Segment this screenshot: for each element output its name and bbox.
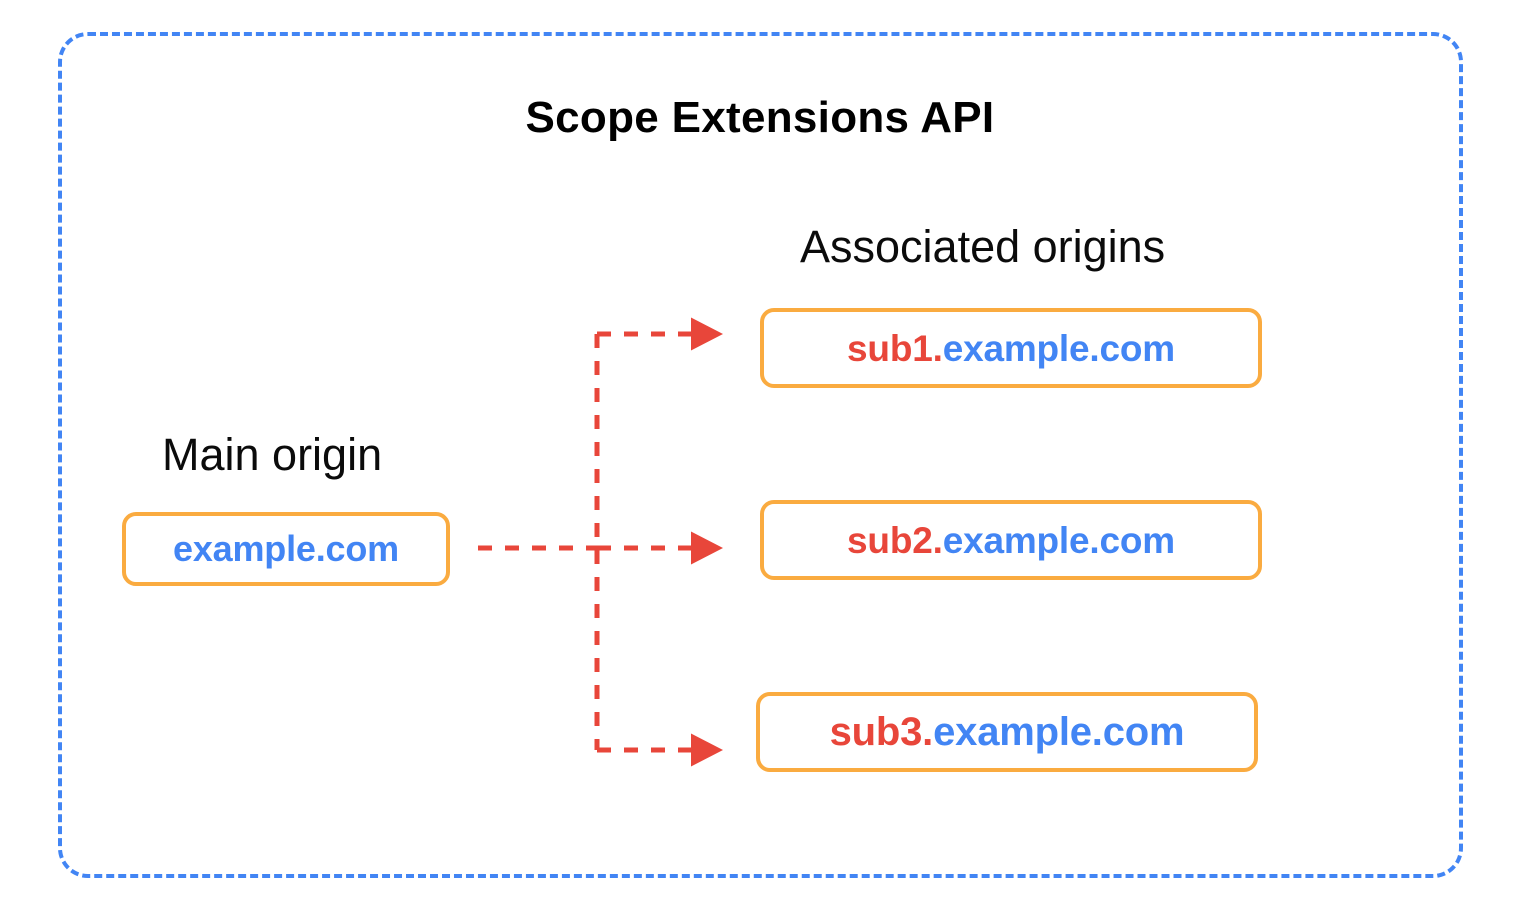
origin-sub-prefix: sub2. [847, 519, 943, 561]
origin-text-sub3: sub3.example.com [830, 712, 1185, 752]
origin-box-sub1[interactable]: sub1.example.com [760, 308, 1262, 388]
origin-sub-prefix: sub3. [829, 710, 934, 754]
page-title: Scope Extensions API [525, 93, 995, 142]
origin-domain: example.com [933, 710, 1185, 754]
origin-box-sub3[interactable]: sub3.example.com [756, 692, 1258, 772]
origin-domain: example.com [942, 519, 1175, 561]
origin-box-sub2[interactable]: sub2.example.com [760, 500, 1262, 580]
origin-box-main[interactable]: example.com [122, 512, 450, 586]
origin-domain: example.com [942, 327, 1175, 369]
associated-origins-label: Associated origins [800, 221, 1166, 272]
origin-text-sub1: sub1.example.com [847, 330, 1175, 367]
scope-extensions-frame [58, 32, 1463, 878]
origin-text-sub2: sub2.example.com [847, 522, 1175, 559]
origin-text-main: example.com [173, 531, 399, 567]
origin-sub-prefix: sub1. [847, 327, 943, 369]
main-origin-label: Main origin [162, 429, 383, 480]
origin-domain: example.com [173, 528, 399, 569]
